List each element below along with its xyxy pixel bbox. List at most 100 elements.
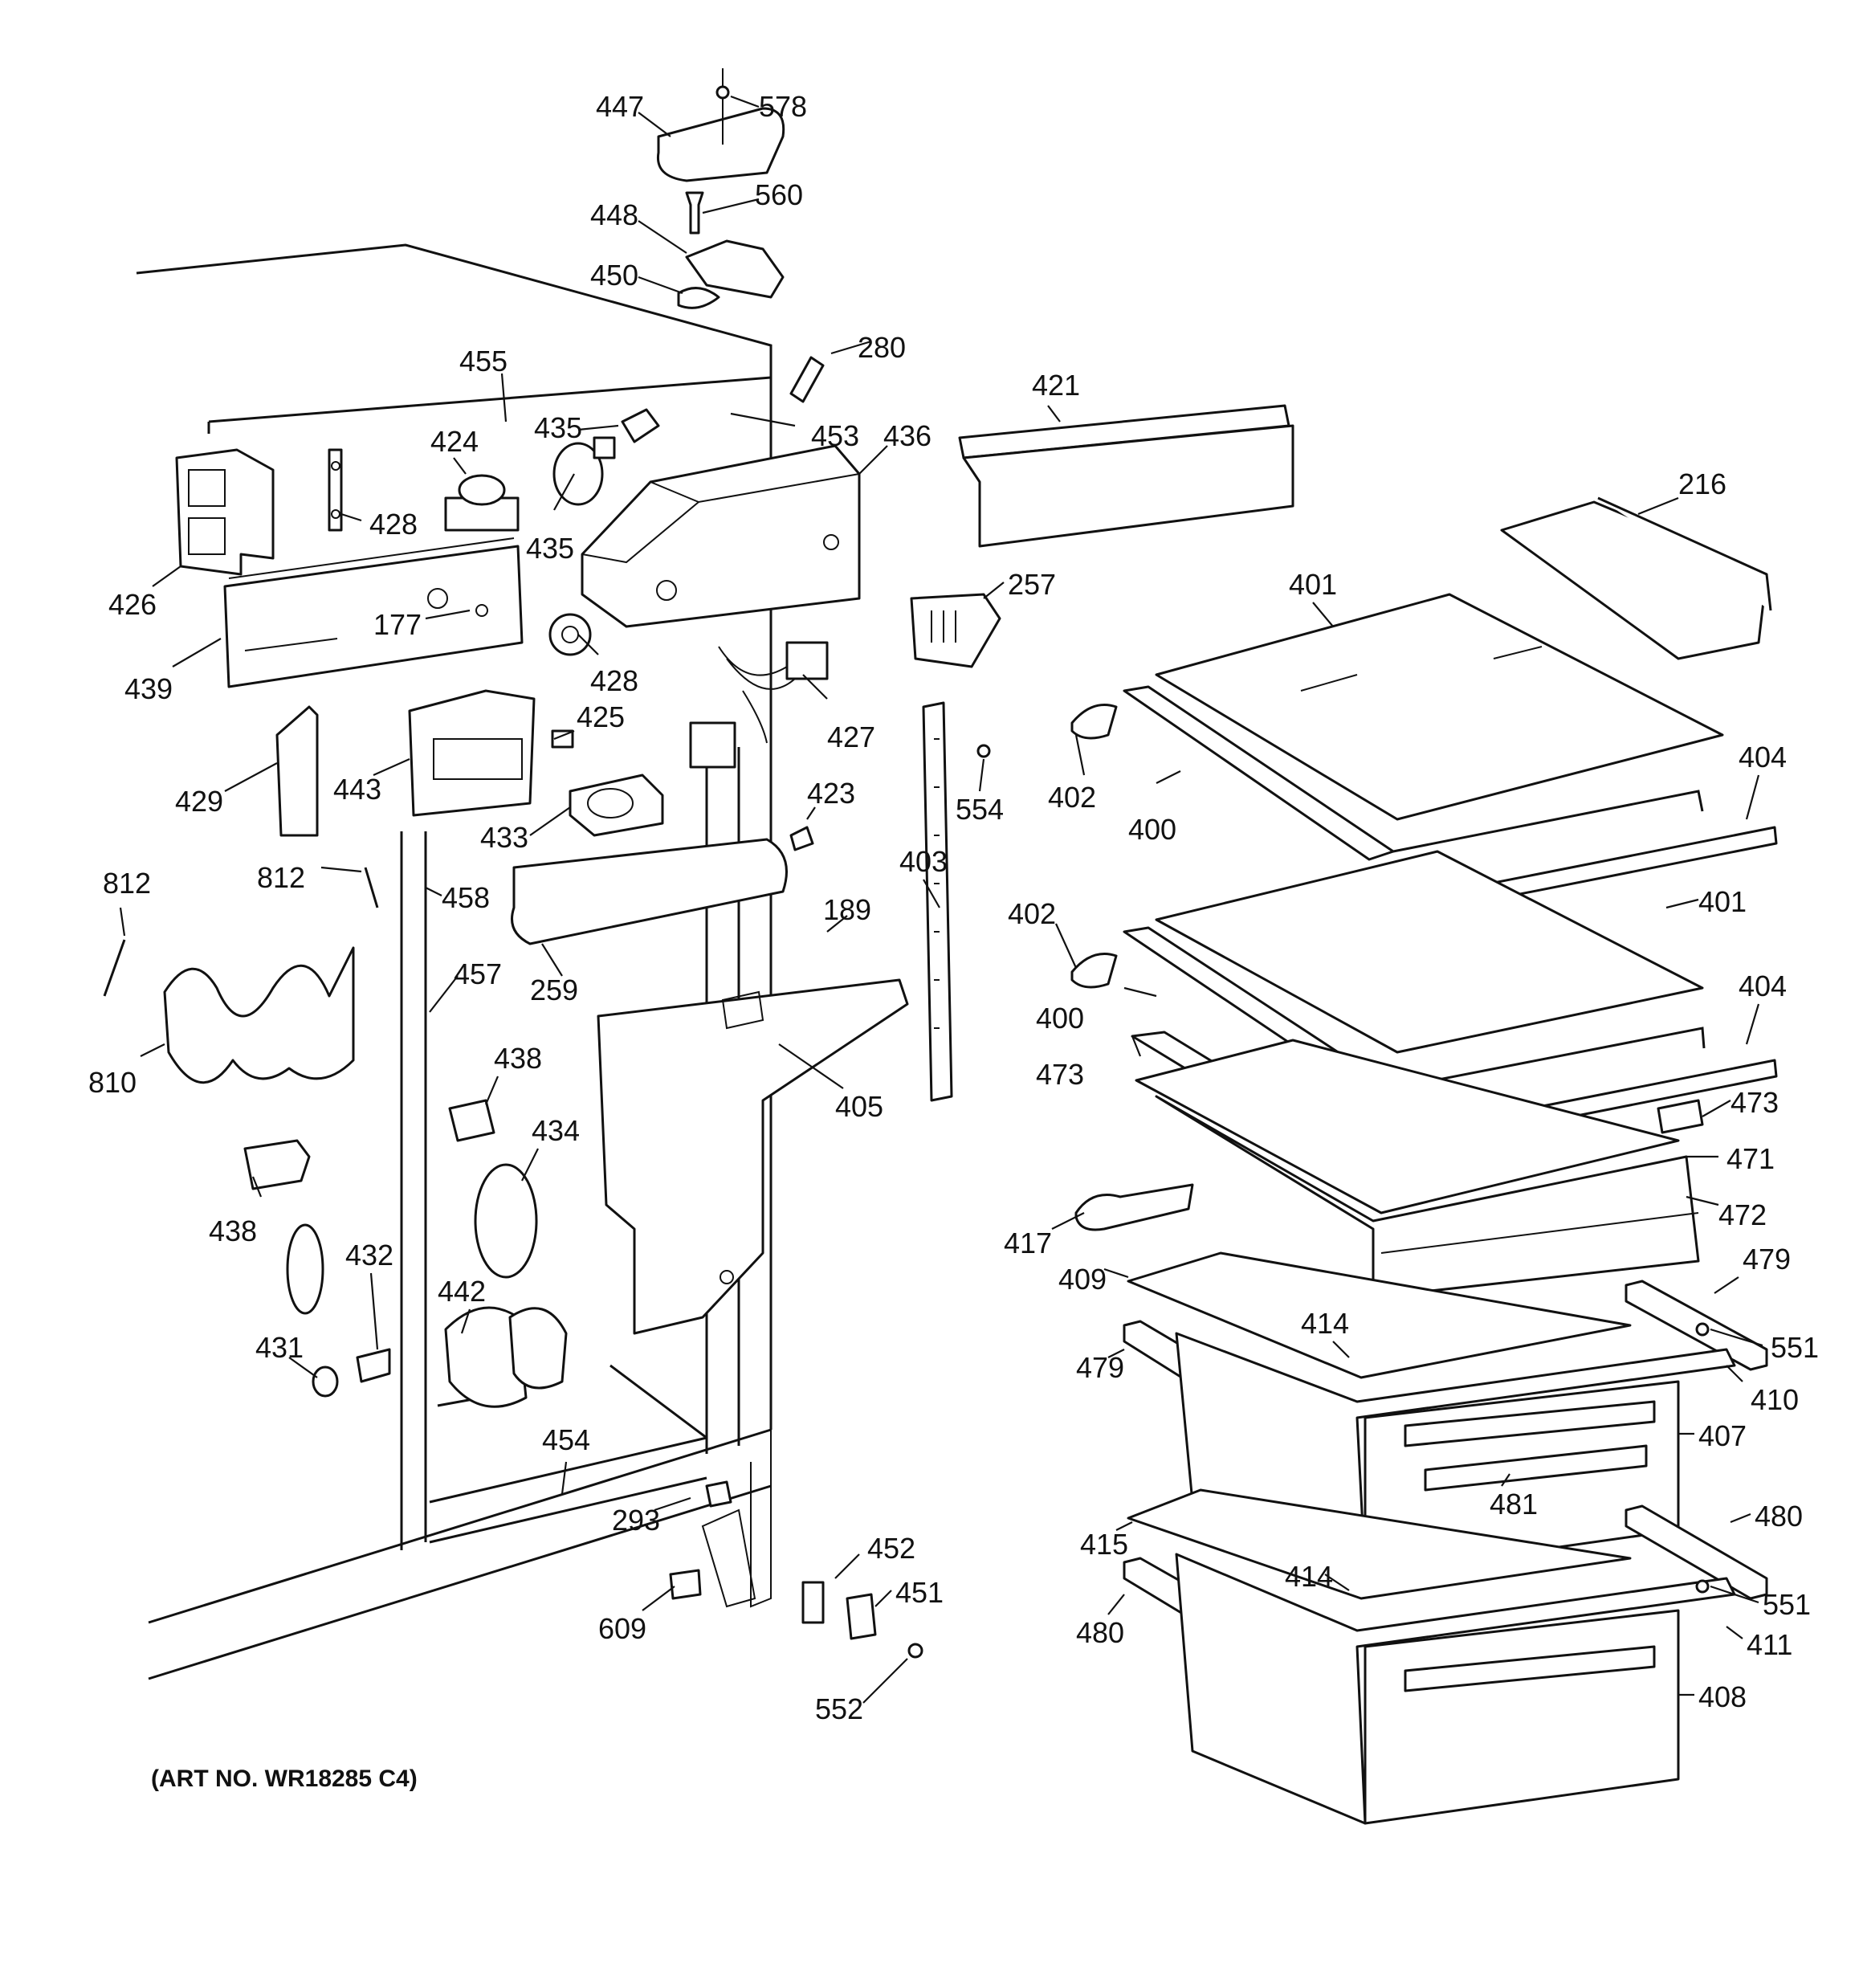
callout-label: 404 xyxy=(1739,741,1787,774)
callout-label: 414 xyxy=(1285,1560,1333,1593)
leader-lines xyxy=(119,95,1763,1704)
callout-label: 423 xyxy=(807,777,855,810)
drain-plug xyxy=(312,1365,339,1398)
callout-label: 259 xyxy=(530,974,578,1006)
hinge-cover xyxy=(656,68,785,182)
callout-label: 177 xyxy=(373,608,422,641)
callout-label: 438 xyxy=(494,1042,542,1075)
callout-label: 457 xyxy=(454,957,502,990)
crisper-glass xyxy=(1127,1251,1632,1379)
timer xyxy=(910,593,1001,668)
callout-label: 450 xyxy=(590,259,638,292)
bottom-hinge xyxy=(846,1593,877,1640)
hinge-screw xyxy=(685,191,704,235)
hinge-bolt xyxy=(907,1643,923,1659)
light-bracket xyxy=(328,448,343,532)
callout-label: 454 xyxy=(542,1423,590,1456)
callout-label: 471 xyxy=(1726,1142,1775,1175)
callout-label: 429 xyxy=(175,785,223,818)
callout-label: 436 xyxy=(883,419,932,452)
fan-shroud xyxy=(408,689,536,817)
drain-opening xyxy=(286,1223,324,1315)
callout-label: 428 xyxy=(590,664,638,697)
callout-label: 453 xyxy=(811,419,859,452)
callout-label: 448 xyxy=(590,198,638,231)
slide-screws xyxy=(1695,1322,1710,1594)
control-shaft xyxy=(789,356,825,403)
callout-label: 810 xyxy=(88,1066,137,1099)
callout-label: 400 xyxy=(1128,813,1176,846)
callout-label: 425 xyxy=(577,700,625,733)
callout-label: 405 xyxy=(835,1090,883,1123)
callout-label: 443 xyxy=(333,773,381,806)
callout-label: 812 xyxy=(257,861,305,894)
callout-label: 426 xyxy=(108,588,157,621)
switch-button xyxy=(448,1099,495,1142)
vent-grille xyxy=(474,1163,538,1279)
air-duct-cover xyxy=(511,838,788,945)
art-number: (ART NO. WR18285 C4) xyxy=(151,1766,418,1792)
callout-label: 409 xyxy=(1058,1263,1107,1296)
dairy-bin xyxy=(1500,496,1772,660)
ladder-screw xyxy=(976,744,991,758)
switch-actuator xyxy=(243,1139,311,1190)
callout-label: 427 xyxy=(827,720,875,753)
callout-label: 428 xyxy=(369,508,418,541)
callout-label: 472 xyxy=(1718,1198,1767,1231)
callout-label: 410 xyxy=(1751,1383,1799,1416)
crisper-drawer-lower xyxy=(1175,1553,1736,1825)
bottom-hinge-bracket xyxy=(801,1581,825,1624)
callout-label: 455 xyxy=(459,345,508,378)
drain-bushing xyxy=(356,1348,391,1383)
fan-motor xyxy=(569,774,664,837)
callout-label: 473 xyxy=(1731,1086,1779,1119)
light-socket xyxy=(621,408,660,443)
callout-label: 458 xyxy=(442,881,490,914)
callout-label: 216 xyxy=(1678,467,1726,500)
drawer-slide-right xyxy=(1625,1280,1768,1371)
damper-assembly xyxy=(444,1306,568,1408)
callout-label: 402 xyxy=(1008,897,1056,930)
callout-label: 414 xyxy=(1301,1307,1349,1340)
callout-label: 442 xyxy=(438,1275,486,1308)
callout-label: 552 xyxy=(815,1692,863,1725)
glass-shelf-upper xyxy=(1155,593,1724,821)
callout-label: 551 xyxy=(1771,1331,1819,1364)
callout-label: 551 xyxy=(1763,1588,1811,1621)
callout-label: 452 xyxy=(867,1532,915,1565)
trim-clip xyxy=(669,1569,702,1600)
fuse-block xyxy=(551,729,574,749)
callout-label: 402 xyxy=(1048,781,1096,814)
control-housing xyxy=(581,444,861,628)
callout-label: 189 xyxy=(823,893,871,926)
callout-label: 435 xyxy=(534,411,582,444)
callout-label: 421 xyxy=(1032,369,1080,402)
callout-label: 403 xyxy=(899,845,948,878)
callout-label: 447 xyxy=(596,90,644,123)
callout-label: 560 xyxy=(755,178,803,211)
crisper-cover-side xyxy=(1074,1183,1194,1231)
callout-label: 280 xyxy=(858,331,906,364)
callout-label: 411 xyxy=(1747,1628,1792,1661)
callout-label: 404 xyxy=(1739,970,1787,1002)
callout-label: 480 xyxy=(1076,1616,1124,1649)
shelf-support-upper xyxy=(1070,704,1118,740)
callout-label: 812 xyxy=(103,867,151,900)
callout-label: 424 xyxy=(430,425,479,458)
callout-label: 400 xyxy=(1036,1002,1084,1035)
air-duct-housing xyxy=(597,978,909,1335)
callout-label: 479 xyxy=(1076,1351,1124,1384)
callout-label: 293 xyxy=(612,1504,660,1537)
callout-label: 473 xyxy=(1036,1058,1084,1091)
callout-label: 257 xyxy=(1008,568,1056,601)
callout-label: 480 xyxy=(1755,1500,1803,1533)
callout-label: 433 xyxy=(480,821,528,854)
callout-label: 431 xyxy=(255,1331,304,1364)
callout-label: 434 xyxy=(532,1114,580,1147)
callout-label: 401 xyxy=(1698,885,1747,918)
terminal xyxy=(789,826,814,851)
callout-label: 554 xyxy=(956,793,1004,826)
callout-label: 439 xyxy=(124,672,173,705)
crisper-cover-frame xyxy=(1135,1039,1700,1299)
